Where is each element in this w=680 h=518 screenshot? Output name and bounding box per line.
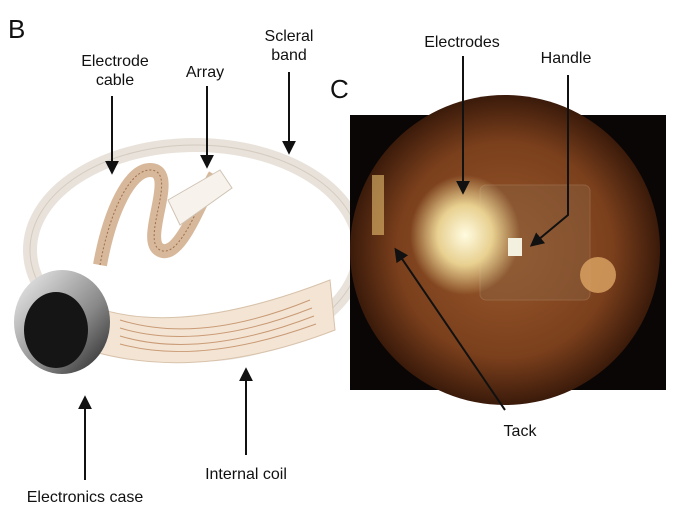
handle-arrow xyxy=(529,75,569,247)
retinal-implant-device xyxy=(14,138,367,374)
scleral-band-label: Scleral band xyxy=(264,28,314,64)
array-label: Array xyxy=(185,64,225,81)
tack-arrow xyxy=(394,247,506,411)
panel-letter-b: B xyxy=(8,14,26,44)
fundus-photo xyxy=(350,95,666,405)
tack-label: Tack xyxy=(503,423,537,440)
electrodes-label: Electrodes xyxy=(424,34,500,51)
internal-coil-label: Internal coil xyxy=(205,466,287,483)
electrode-cable-label: Electrode cable xyxy=(81,53,149,89)
panel-letter-c: C xyxy=(330,74,349,104)
handle-label: Handle xyxy=(540,50,592,67)
electronics-case-label: Electronics case xyxy=(26,489,144,506)
